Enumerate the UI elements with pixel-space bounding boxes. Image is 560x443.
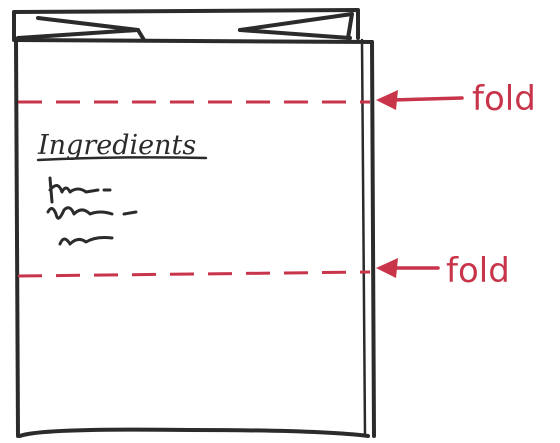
fold-arrow-1 <box>376 90 462 110</box>
top-flap <box>14 10 358 40</box>
card-outline <box>14 40 374 436</box>
scribble-line-3 <box>60 238 112 245</box>
fold-line-2 <box>18 272 370 276</box>
fold-arrow-2 <box>376 258 438 278</box>
scribble-line-2 <box>48 208 136 218</box>
scribble-line-1 <box>50 178 110 202</box>
ingredient-scribbles <box>48 178 136 244</box>
fold-label-1: fold <box>472 79 536 119</box>
fold-label-2: fold <box>446 251 510 291</box>
